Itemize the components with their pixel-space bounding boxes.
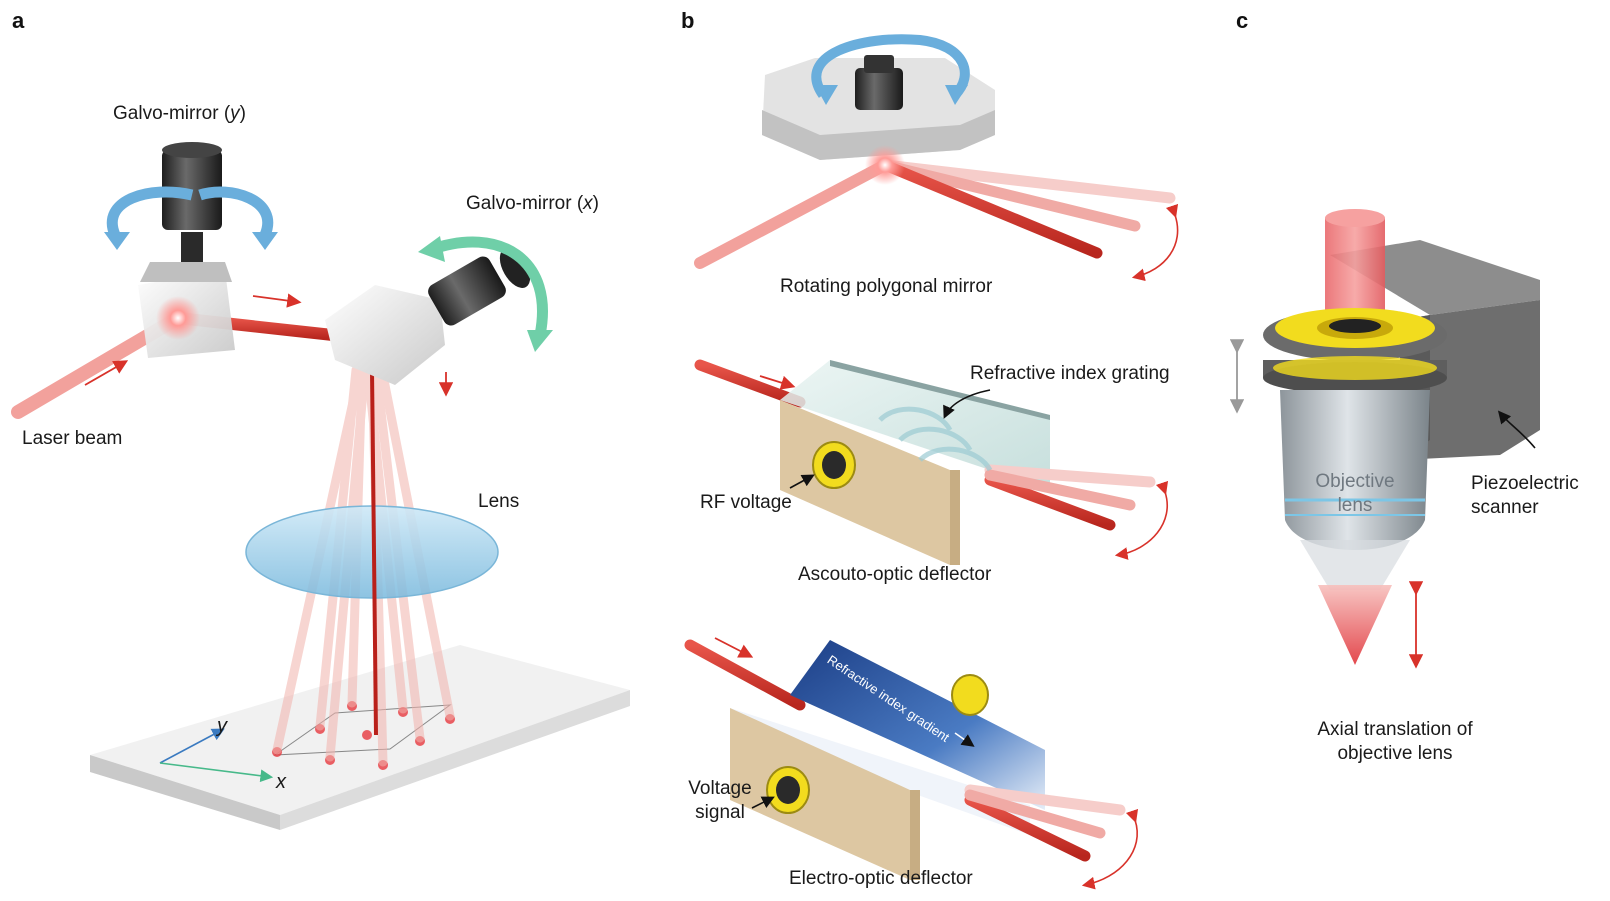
beam-direction-arrow xyxy=(84,360,129,386)
pointer-arrow xyxy=(751,796,775,809)
grating-label: Refractive index grating xyxy=(970,363,1170,384)
galvo-motor-icon xyxy=(181,232,203,262)
pointer-arrow xyxy=(789,474,815,489)
objective-line1: Objective xyxy=(1315,471,1395,492)
galvo-y-prefix: Galvo-mirror ( xyxy=(113,103,231,124)
gradient-arrow xyxy=(954,732,975,747)
piezo-line2: scanner xyxy=(1471,497,1539,518)
beam-direction-arrow xyxy=(252,293,302,308)
objective-lens-icon xyxy=(1263,308,1447,590)
panel-c xyxy=(1229,209,1540,669)
polygonal-mirror xyxy=(694,34,1176,269)
pointer-arrow xyxy=(1497,410,1536,449)
axis-x-label: x xyxy=(276,771,286,793)
lens-label: Lens xyxy=(478,491,520,512)
piezo-line1: Piezoelectric xyxy=(1471,473,1579,494)
galvo-y-suffix: ) xyxy=(239,103,246,124)
galvo-mirror-x xyxy=(325,236,553,385)
panel-letter-a: a xyxy=(12,8,25,33)
panel-letter-c: c xyxy=(1236,8,1249,33)
pointer-arrow xyxy=(943,389,991,419)
objective-line2: lens xyxy=(1337,495,1373,516)
galvo-x-axis: x xyxy=(583,193,593,214)
panel-letter-b: b xyxy=(681,8,695,33)
rf-voltage-label: RF voltage xyxy=(700,492,792,513)
voltage-signal-line1: Voltage xyxy=(688,778,752,799)
axis-y-label: y xyxy=(217,715,227,737)
galvo-y-label: Galvo-mirror (y) xyxy=(113,102,246,126)
axial-translation-caption: Axial translation of objective lens xyxy=(1295,718,1495,766)
eod-caption: Electro-optic deflector xyxy=(789,868,973,889)
galvo-x-label: Galvo-mirror (x) xyxy=(466,192,599,216)
axial-line2: objective lens xyxy=(1337,743,1453,764)
focus-cone xyxy=(1318,585,1392,665)
deflection-arrow xyxy=(1131,203,1179,282)
galvo-y-axis: y xyxy=(230,103,240,124)
voltage-signal-line2: signal xyxy=(695,802,745,823)
electro-optic-deflector xyxy=(684,639,1126,880)
laser-beam-label: Laser beam xyxy=(22,428,123,449)
xy-axis-indicator xyxy=(159,728,274,783)
galvo-x-suffix: ) xyxy=(592,193,599,214)
central-beam xyxy=(370,369,378,736)
galvo-x-prefix: Galvo-mirror ( xyxy=(466,193,584,214)
axial-line1: Axial translation of xyxy=(1317,719,1473,740)
aod-caption: Ascouto-optic deflector xyxy=(798,564,992,585)
laser-input-beam xyxy=(1325,218,1385,323)
panel-b xyxy=(684,34,1179,890)
galvo-mirror-y xyxy=(104,142,278,358)
panel-a xyxy=(11,142,630,830)
acousto-optic-deflector xyxy=(694,359,1156,565)
beam-direction-arrow xyxy=(759,375,796,390)
deflection-arrow xyxy=(1114,480,1169,560)
piezo-scanner-label: Piezoelectric scanner xyxy=(1471,472,1579,520)
beam-direction-arrow xyxy=(714,637,754,658)
objective-lens-label: Objective lens xyxy=(1308,470,1402,518)
sample-plate xyxy=(90,645,630,830)
voltage-signal-label: Voltage signal xyxy=(682,777,758,825)
rotation-arrow-icon xyxy=(107,186,194,238)
deflection-arrow xyxy=(1081,808,1139,890)
polygon-mirror-caption: Rotating polygonal mirror xyxy=(780,276,993,297)
